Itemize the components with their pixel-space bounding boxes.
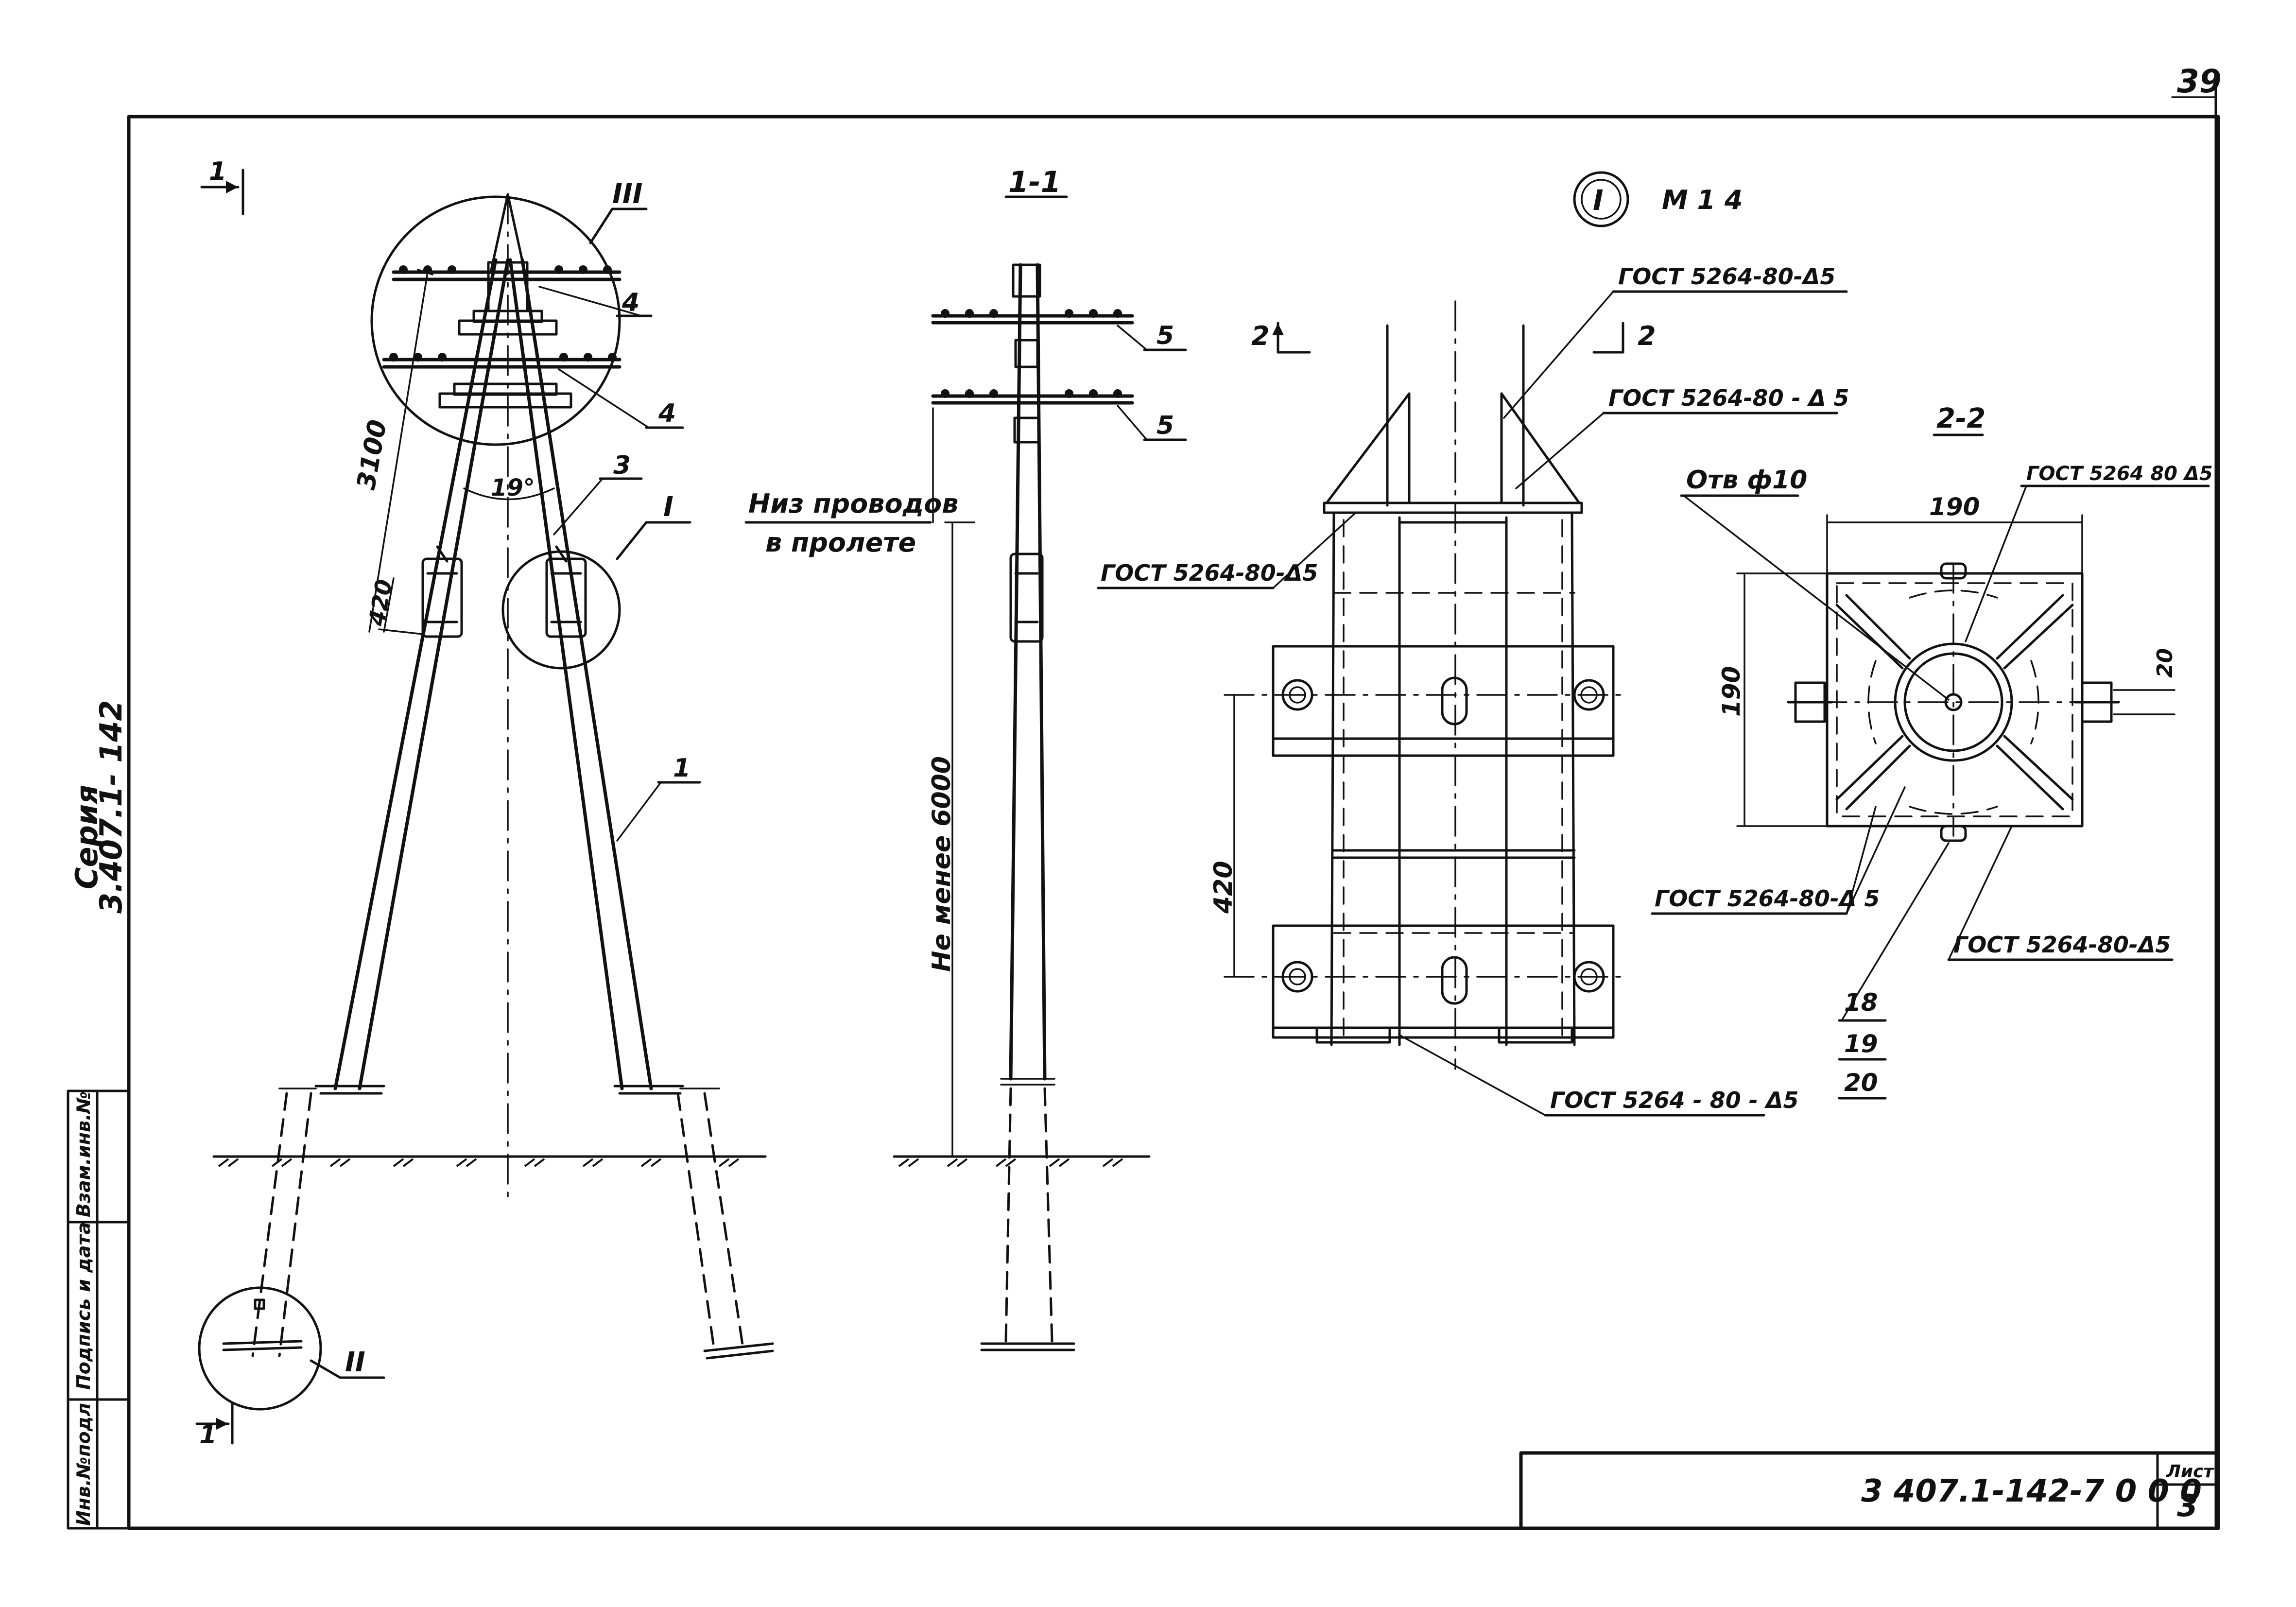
title-block: 3 407.1-142-7 0 0 0 Лист 3 bbox=[1519, 1451, 2220, 1530]
side-stamp: Инв.№подл Подпись и дата Взам.инв.№ bbox=[67, 1089, 130, 1530]
weld-label-2: ГОСТ 5264-80 - Δ 5 bbox=[1608, 385, 1849, 411]
stamp-inv: Инв.№подл bbox=[73, 1403, 94, 1526]
sheet-number: 3 bbox=[2177, 1488, 2198, 1523]
node-I-detail-view: I M 1 4 2 2 bbox=[1097, 171, 1849, 1117]
pos-19: 19 bbox=[1844, 1030, 1878, 1058]
section-1-1-view: 1-1 5 5 Не bbox=[744, 165, 1187, 1351]
note-hole: Отв ф10 bbox=[1686, 466, 1807, 495]
node-I-scale: M 1 4 bbox=[1662, 185, 1743, 215]
drawing-frame bbox=[127, 115, 2220, 1530]
node-I-label: I bbox=[663, 491, 673, 523]
weld-label-6: ГОСТ 5264-80-Δ 5 bbox=[1655, 885, 1880, 912]
dim-420-left: 420 bbox=[363, 577, 397, 628]
pos-20: 20 bbox=[1844, 1069, 1878, 1097]
sheet-label: Лист bbox=[2166, 1462, 2214, 1482]
weld-label-4: ГОСТ 5264 - 80 - Δ5 bbox=[1550, 1087, 1798, 1113]
note-wires-2: в пролете bbox=[765, 527, 916, 558]
pos-5b: 5 bbox=[1157, 411, 1174, 440]
node-II-label: II bbox=[345, 1347, 365, 1378]
a-frame-pole-view: 1 1 bbox=[195, 157, 774, 1450]
series-code: 3.407.1- 142 bbox=[93, 700, 129, 914]
stamp-replace: Взам.инв.№ bbox=[73, 1091, 94, 1217]
node-III-label: III bbox=[612, 178, 643, 210]
section-2-2-view: 2-2 190 bbox=[1651, 403, 2213, 1100]
dim-3100: 3100 bbox=[352, 417, 393, 492]
section-2-marker-left: 2 bbox=[1251, 321, 1270, 351]
weld-label-1: ГОСТ 5264-80-Δ5 bbox=[1618, 263, 1835, 290]
section-2-2-title: 2-2 bbox=[1936, 403, 1985, 434]
drawing-code: 3 407.1-142-7 0 0 0 bbox=[1861, 1473, 2202, 1509]
stamp-signature: Подпись и дата bbox=[73, 1222, 94, 1390]
note-wires-1: Низ проводов bbox=[748, 488, 958, 519]
pos-5a: 5 bbox=[1157, 321, 1174, 350]
pos-18: 18 bbox=[1844, 988, 1878, 1017]
section-1-marker-top: 1 bbox=[209, 157, 226, 186]
dim-190-horizontal: 190 bbox=[1929, 493, 1980, 521]
dim-190-vertical: 190 bbox=[1717, 666, 1745, 717]
node-I-detail-label: I bbox=[1593, 184, 1604, 217]
section-1-1-title: 1-1 bbox=[1008, 165, 1061, 199]
pos-4b: 4 bbox=[658, 399, 676, 428]
section-1-marker-bottom: 1 bbox=[199, 1420, 217, 1450]
dim-420-detail: 420 bbox=[1209, 861, 1238, 914]
page-number: 39 bbox=[2177, 63, 2222, 100]
pos-1: 1 bbox=[673, 754, 691, 783]
pos-3: 3 bbox=[613, 451, 631, 480]
section-2-marker-right: 2 bbox=[1638, 321, 1656, 351]
weld-label-5: ГОСТ 5264 80 Δ5 bbox=[2026, 463, 2213, 485]
pos-4a: 4 bbox=[621, 288, 639, 317]
dim-min-6000: Не менее 6000 bbox=[927, 756, 956, 972]
weld-label-7: ГОСТ 5264-80-Δ5 bbox=[1953, 932, 2171, 958]
weld-label-3: ГОСТ 5264-80-Δ5 bbox=[1101, 560, 1318, 586]
dim-20: 20 bbox=[2153, 648, 2177, 678]
series-label: Серия bbox=[69, 785, 104, 889]
angle-19: 19° bbox=[491, 474, 535, 501]
